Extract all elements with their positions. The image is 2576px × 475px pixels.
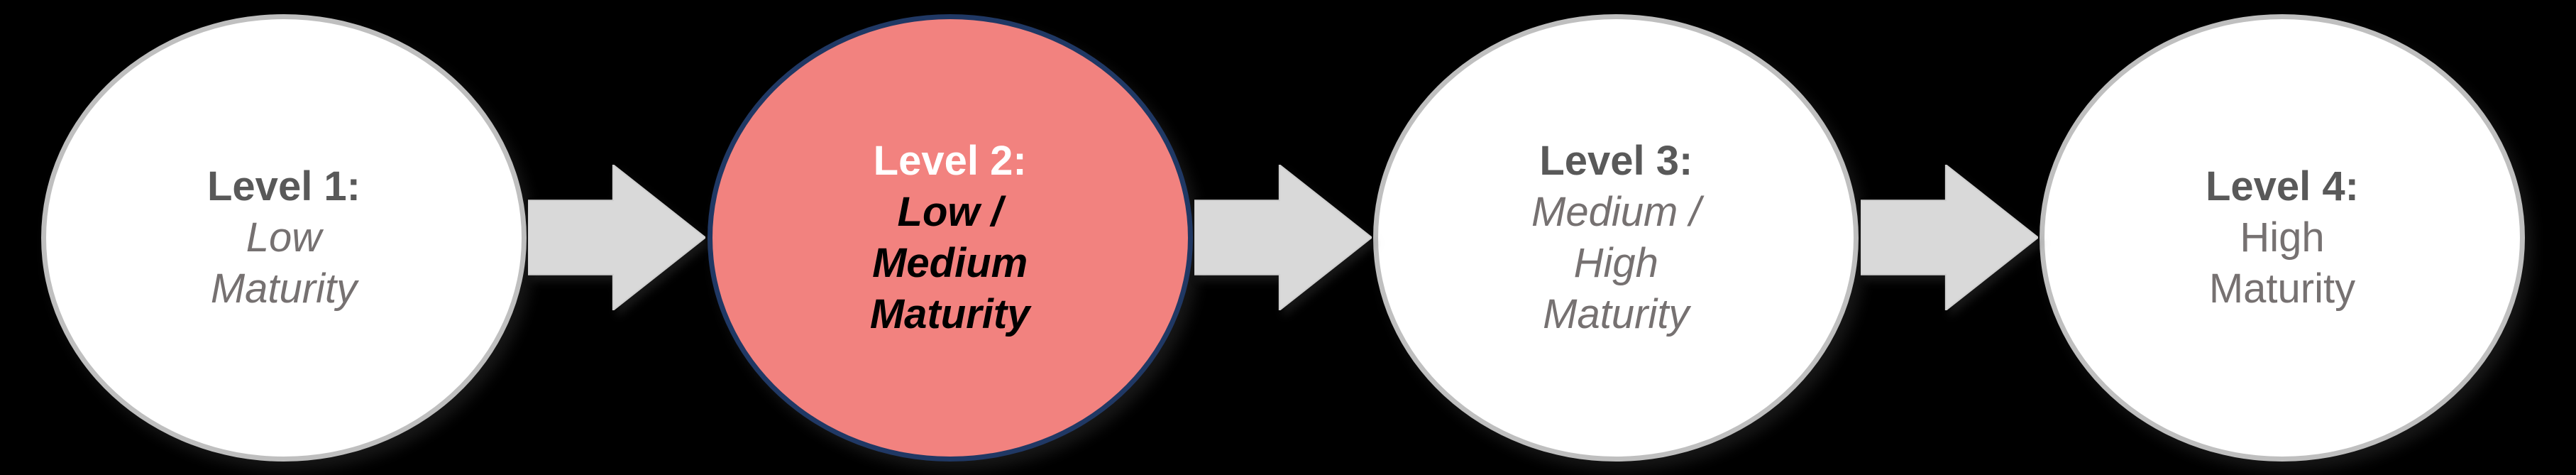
node-level-1-title: Level 1: bbox=[207, 163, 360, 209]
node-level-2-subtitle: Low / Medium Maturity bbox=[869, 188, 1030, 337]
right-arrow-icon bbox=[1860, 165, 2038, 310]
node-level-3: Level 3: Medium / High Maturity bbox=[1373, 13, 1859, 462]
node-level-3-subtitle: Medium / High Maturity bbox=[1531, 188, 1701, 337]
right-arrow-icon bbox=[1194, 165, 1372, 310]
right-arrow-icon bbox=[528, 165, 706, 310]
node-level-1: Level 1: Low Maturity bbox=[41, 13, 527, 462]
node-level-3-title: Level 3: bbox=[1539, 137, 1693, 184]
node-level-2: Level 2: Low / Medium Maturity bbox=[707, 13, 1193, 462]
node-level-4-title: Level 4: bbox=[2205, 163, 2359, 209]
node-level-1-subtitle: Low Maturity bbox=[210, 214, 358, 312]
node-level-4-subtitle: High Maturity bbox=[2208, 214, 2356, 312]
node-level-2-title: Level 2: bbox=[873, 137, 1027, 184]
node-level-4: Level 4: High Maturity bbox=[2039, 13, 2525, 462]
